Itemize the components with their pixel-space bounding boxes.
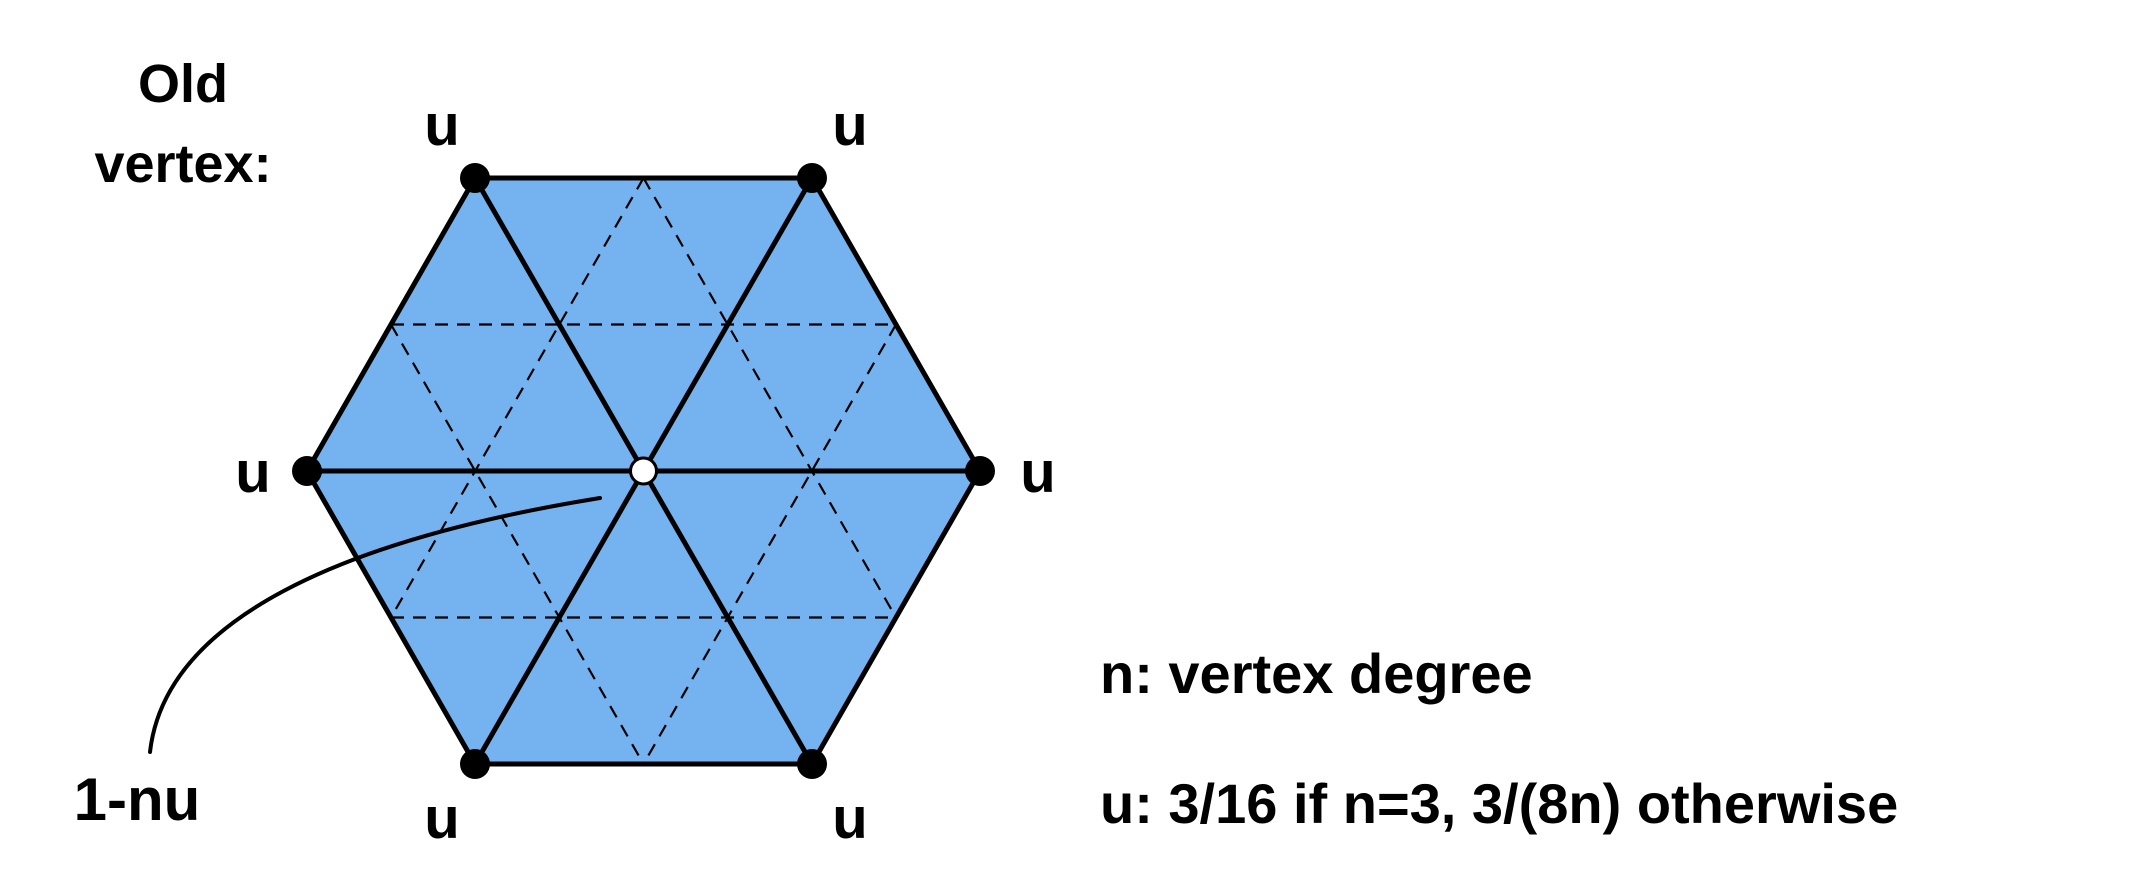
label-right: u bbox=[1020, 440, 1055, 505]
outer-vertices bbox=[292, 163, 995, 779]
title-line-1: Old bbox=[138, 54, 228, 114]
vertex-top-left bbox=[460, 163, 490, 193]
vertex-left bbox=[292, 456, 322, 486]
center-vertex bbox=[629, 456, 658, 486]
center-weight-label: 1-nu bbox=[74, 766, 201, 833]
label-top-left: u bbox=[424, 93, 459, 158]
center-leader-curve bbox=[148, 496, 602, 754]
label-top-right: u bbox=[832, 93, 867, 158]
vertex-bottom-left bbox=[460, 749, 490, 779]
vertex-top-right bbox=[797, 163, 827, 193]
vertex-right bbox=[965, 456, 995, 486]
label-bottom-right: u bbox=[832, 786, 867, 851]
title-line-2: vertex: bbox=[94, 134, 271, 194]
subdivision-dashed-lines bbox=[390, 177, 897, 765]
legend-line-1: n: vertex degree bbox=[1100, 642, 1533, 705]
label-left: u bbox=[235, 440, 270, 505]
vertex-bottom-right bbox=[797, 749, 827, 779]
legend-line-2: u: 3/16 if n=3, 3/(8n) otherwise bbox=[1100, 772, 1898, 835]
label-bottom-left: u bbox=[424, 786, 459, 851]
